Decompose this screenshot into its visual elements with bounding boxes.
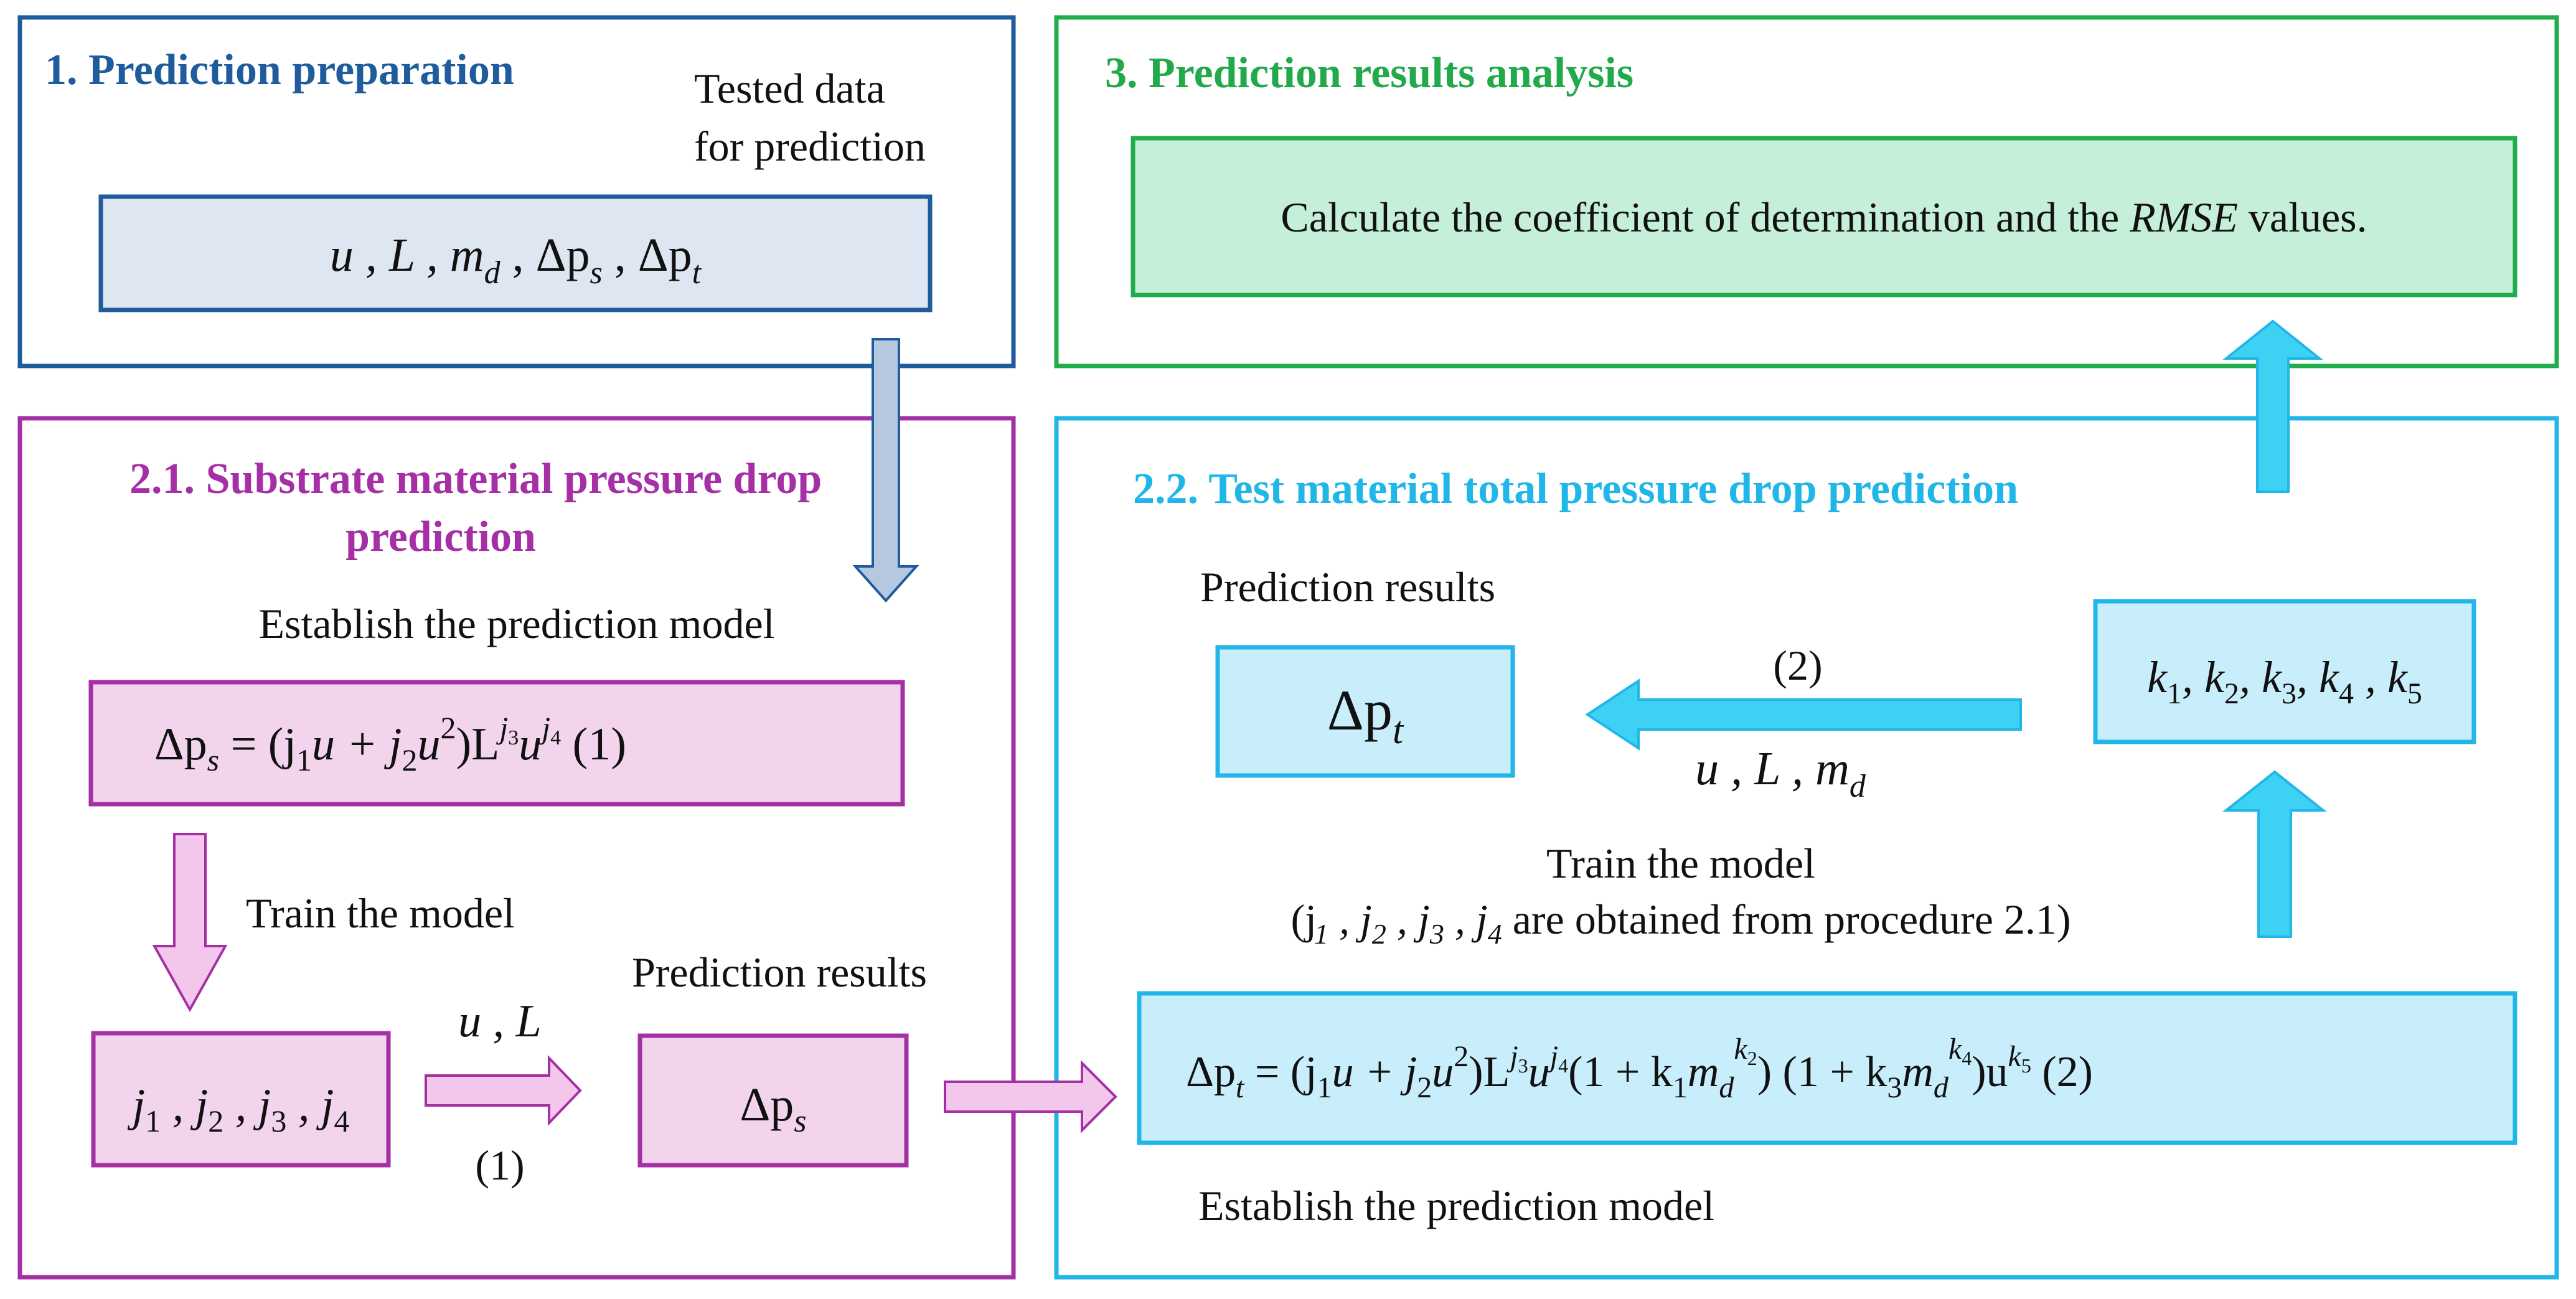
arrow-total-model-to-params xyxy=(2222,770,2327,938)
section21-establish-label: Establish the prediction model xyxy=(258,600,774,647)
total-result-box xyxy=(1215,645,1515,778)
arrow-substrate-model-to-params xyxy=(152,833,228,1013)
arrow-substrate-to-total xyxy=(944,1060,1117,1133)
panel-substrate-prediction xyxy=(17,416,1016,1280)
analysis-box xyxy=(1131,136,2517,298)
substrate-arrow-bottom-label: (1) xyxy=(475,1142,524,1189)
arrow-inputs-to-substrate xyxy=(852,338,919,603)
analysis-text: Calculate the coefficient of determinati… xyxy=(1281,194,2367,241)
input-variables-box xyxy=(98,194,933,312)
substrate-result-box xyxy=(637,1033,909,1168)
section21-title-line2: prediction xyxy=(346,513,536,561)
substrate-arrow-top-label: u , L xyxy=(458,996,542,1047)
total-params-text: k1, k2, k3, k4 , k5 xyxy=(2147,652,2422,710)
section1-title: 1. Prediction preparation xyxy=(45,46,514,94)
section3-title: 3. Prediction results analysis xyxy=(1105,49,1634,97)
substrate-result-text: Δps xyxy=(740,1079,806,1139)
total-model-equation: Δpt = (j1u + j2u2)Lj3uj4(1 + k1mdk2) (1 … xyxy=(1186,1033,2093,1104)
total-model-box xyxy=(1137,991,2517,1145)
total-result-text: Δpt xyxy=(1327,678,1404,752)
substrate-model-equation: Δps = (j1u + j2u2)Lj3uj4 (1) xyxy=(154,710,626,777)
arrow-total-to-analysis xyxy=(2222,319,2323,493)
section21-results-label: Prediction results xyxy=(632,949,927,996)
section22-establish-label: Establish the prediction model xyxy=(1198,1182,1714,1229)
input-variables-text: u , L , md , Δps , Δpt xyxy=(330,229,702,291)
panel-results-analysis xyxy=(1054,15,2559,368)
section22-note: (j1 , j2 , j3 , j4 are obtained from pro… xyxy=(1290,896,2071,950)
arrow-params-to-total-result xyxy=(1585,678,2022,751)
section21-train-label: Train the model xyxy=(246,889,515,937)
substrate-params-box xyxy=(91,1031,391,1168)
arrow-substrate-params-to-result xyxy=(425,1055,582,1126)
substrate-params-text: j1 , j2 , j3 , j4 xyxy=(128,1080,350,1138)
total-arrow-bottom-label: u , L , md xyxy=(1695,743,1866,804)
section21-title-line1: 2.1. Substrate material pressure drop xyxy=(129,455,822,503)
panel-prediction-preparation xyxy=(17,15,1016,368)
section22-results-label: Prediction results xyxy=(1200,563,1495,611)
section1-note-line1: Tested data xyxy=(694,65,885,112)
section22-train-label: Train the model xyxy=(1546,840,1815,887)
section1-note-line2: for prediction xyxy=(694,123,926,170)
panel-test-material-prediction xyxy=(1054,416,2559,1280)
section22-title: 2.2. Test material total pressure drop p… xyxy=(1133,465,2018,513)
substrate-model-box xyxy=(88,680,905,807)
total-arrow-top-label: (2) xyxy=(1773,642,1822,689)
total-params-box xyxy=(2093,599,2476,744)
